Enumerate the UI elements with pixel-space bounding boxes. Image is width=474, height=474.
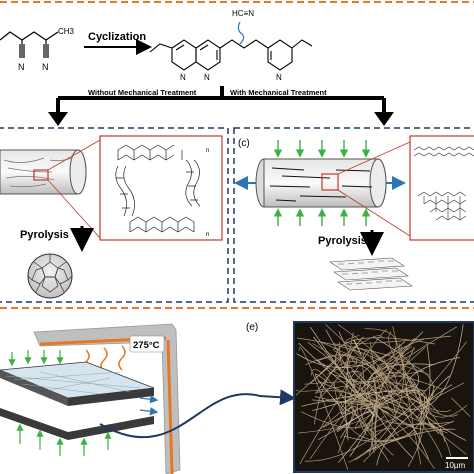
zoom-line-c-top [337, 141, 411, 175]
panel-e-letter: (e) [246, 322, 258, 333]
sem-fiber-strand [373, 399, 453, 425]
sem-fiber-strand [388, 331, 440, 414]
aligned-polymer [413, 146, 474, 221]
precursor-ch3: CH3 [58, 27, 75, 36]
zoom-box-c [409, 135, 474, 241]
sem-fiber-strand [316, 390, 435, 469]
fiber-zoom-region-c [321, 173, 339, 191]
sem-fiber-strand [369, 341, 455, 430]
sem-fiber-strand [364, 382, 465, 432]
cyclization-label: Cyclization [88, 31, 146, 43]
zoom-line-c-bottom [337, 189, 411, 237]
sem-fiber-strand [298, 343, 378, 434]
product-n3: N [276, 73, 282, 82]
panel-c-box [233, 127, 474, 303]
sem-micrograph [293, 321, 474, 473]
sem-fiber-strand [378, 396, 467, 455]
sem-fiber-strand [376, 362, 431, 400]
fullerene-sphere [27, 253, 73, 299]
sem-fiber-strand [353, 338, 362, 356]
fiber-stretched [255, 158, 387, 208]
sem-fiber-strand [376, 384, 453, 466]
sem-fiber-strand [314, 373, 344, 411]
sem-fiber-strand [299, 328, 387, 465]
precursor-n-right: N [42, 62, 49, 72]
sem-fiber-strand [365, 428, 456, 453]
sem-fiber-strand [319, 341, 446, 443]
sem-fiber-strand [333, 347, 360, 361]
scale-bar-background [442, 456, 472, 470]
fiber-mat [0, 361, 155, 440]
sem-fiber-strand [359, 336, 419, 410]
panel-c-letter: (c) [238, 138, 250, 149]
cyclized-product [149, 39, 313, 71]
sem-fiber-strand [345, 334, 452, 344]
sem-fiber-strand [295, 335, 383, 396]
mat-stretch-arrows [139, 395, 159, 416]
sem-fiber-strand [311, 368, 390, 462]
hcn-release-arrow [237, 21, 245, 45]
chain-subscript-top: n [206, 148, 209, 154]
sem-connector-curve [99, 389, 296, 439]
sem-fiber-strand [425, 375, 450, 429]
sem-fiber-strand [339, 406, 357, 439]
mat-compress-arrows [8, 350, 112, 456]
sem-fiber-strand [410, 380, 468, 418]
sem-fiber-strand [304, 341, 467, 462]
panel-b-box [0, 127, 229, 303]
sem-fiber-strand [368, 372, 422, 451]
pyrolysis-label-b: Pyrolysis [20, 229, 69, 241]
sem-fiber-strand [298, 347, 349, 470]
fiber-unstretched [0, 149, 87, 195]
sem-fiber-strand [338, 411, 374, 463]
sem-fiber-strand [333, 381, 417, 441]
sem-fiber-strand [307, 341, 368, 401]
sem-fiber-strand [343, 343, 431, 442]
precursor-molecule [0, 31, 59, 58]
sem-fiber-strand [338, 332, 354, 368]
sem-fiber-strand [296, 341, 406, 369]
hcn-released: HC≡N [232, 9, 254, 18]
sem-fiber-strand [392, 326, 435, 403]
compress-arrows [273, 140, 371, 226]
product-n2: N [204, 73, 210, 82]
chain-subscript-bottom: n [206, 232, 209, 238]
sem-fiber-strand [367, 363, 435, 459]
zoom-line-b-top [47, 139, 101, 171]
sem-fiber-strand [295, 370, 424, 392]
temperature-badge [129, 335, 165, 353]
branch-arrowhead-left [48, 112, 68, 126]
zoom-box-b [99, 135, 223, 241]
branch-label-right: With Mechanical Treatment [230, 88, 327, 97]
branch-arrowhead-right [374, 112, 394, 126]
scale-bar-label: 10μm [445, 461, 466, 470]
branch-arrows [56, 86, 386, 114]
sem-fiber-strand [312, 398, 354, 411]
branch-label-left: Without Mechanical Treatment [88, 88, 197, 97]
sem-fiber-strand [310, 356, 342, 395]
disordered-polymer [115, 144, 201, 233]
sem-fiber-strand [451, 397, 471, 417]
product-n1: N [180, 73, 186, 82]
temperature-label: 275°C [133, 340, 160, 351]
sem-fiber-strand [301, 390, 430, 426]
sem-fiber-strand [340, 326, 457, 415]
sem-fiber-strand [348, 344, 404, 463]
sem-fiber-strand [374, 395, 430, 460]
sem-fiber-strand [311, 324, 398, 403]
sem-fiber-strand [351, 324, 464, 410]
pyrolysis-label-c: Pyrolysis [318, 235, 367, 247]
sem-fiber-strand [298, 342, 414, 428]
sem-fiber-strand [357, 343, 412, 435]
graphene-sheets [329, 257, 413, 291]
sem-fiber-strand [296, 337, 425, 467]
sem-fiber-strand [316, 355, 396, 414]
precursor-n-left: N [18, 62, 25, 72]
fiber-zoom-region-b [33, 169, 49, 181]
sem-fiber-strand [369, 337, 426, 394]
